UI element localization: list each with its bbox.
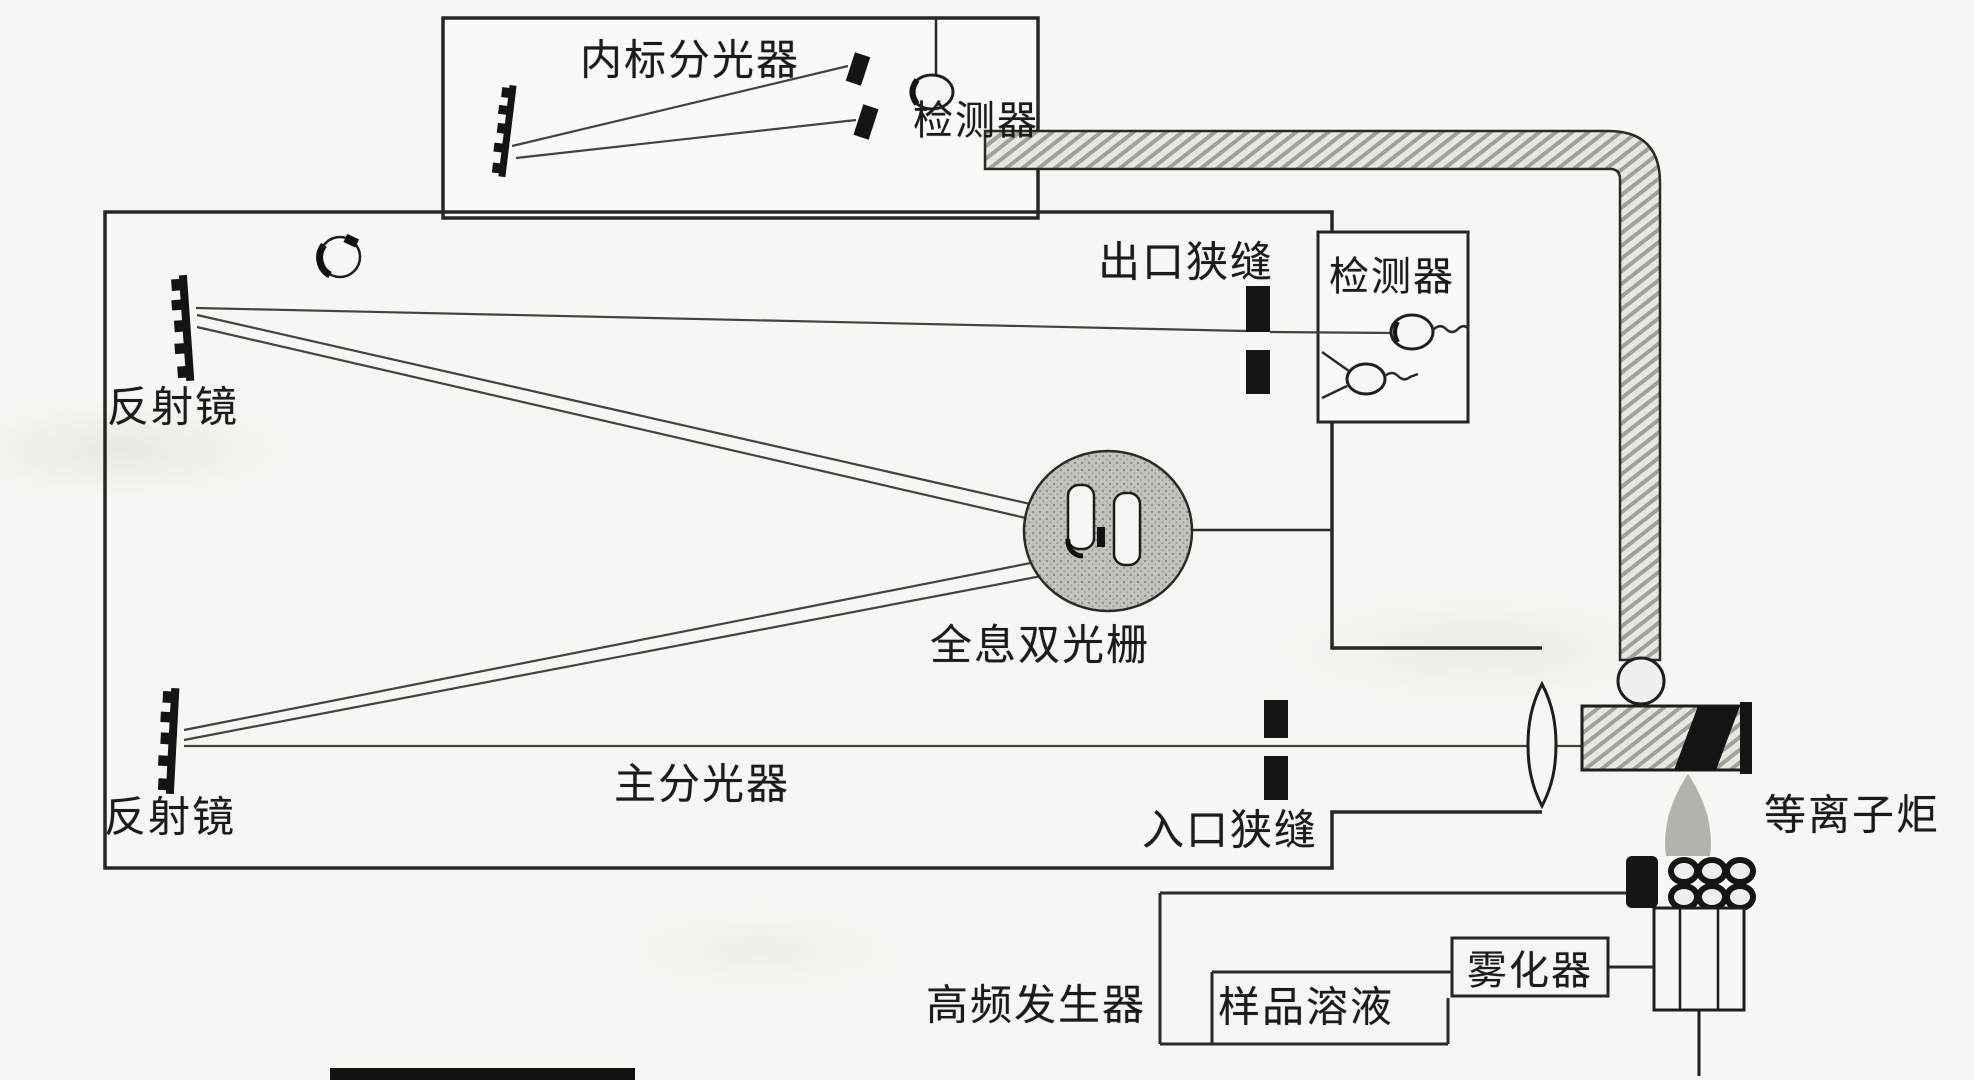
lens-icon xyxy=(1526,680,1558,810)
entrance-slit xyxy=(1264,700,1288,800)
label-mirror-lower: 反射镜 xyxy=(103,795,237,842)
label-plasma-torch: 等离子炬 xyxy=(1763,793,1941,840)
induction-coil-icon xyxy=(1626,856,1756,911)
slit-mark-icon xyxy=(845,52,871,86)
phototube-icon xyxy=(1345,362,1387,396)
label-entrance-slit: 入口狭缝 xyxy=(1141,808,1319,855)
plasma-flame-icon xyxy=(1665,774,1711,856)
label-nebulizer: 雾化器 xyxy=(1467,948,1593,993)
label-internal-standard-spectrometer: 内标分光器 xyxy=(579,38,801,85)
exit-slit xyxy=(1246,286,1270,394)
slit-mark-icon xyxy=(853,104,879,140)
optical-tube xyxy=(1580,702,1752,774)
mirror-upper xyxy=(169,274,195,382)
label-mirror-upper: 反射镜 xyxy=(106,385,240,432)
internal-standard-spectrometer-box xyxy=(441,16,1040,220)
light-pipe xyxy=(983,129,1662,662)
label-hf-generator: 高频发生器 xyxy=(925,983,1147,1030)
detector-phototubes xyxy=(1321,313,1469,400)
label-detector-right: 检测器 xyxy=(1329,254,1455,299)
sample-introduction-lines xyxy=(1158,891,1654,1046)
label-detector-top: 检测器 xyxy=(913,98,1039,143)
internal-standard-detector xyxy=(845,18,955,140)
pipe-window-icon xyxy=(1616,656,1666,706)
label-main-spectrometer: 主分光器 xyxy=(613,762,791,809)
grating-drive-icon xyxy=(316,233,362,279)
main-spectrometer-box xyxy=(103,210,1542,870)
nebulizer-box xyxy=(1450,936,1610,998)
torch-body xyxy=(1652,906,1746,1076)
holographic-double-grating xyxy=(1022,449,1194,613)
phototube-icon xyxy=(1389,313,1435,351)
label-holographic-double-grating: 全息双光栅 xyxy=(929,623,1151,670)
light-beams xyxy=(183,64,1582,748)
scan-artifact-bar xyxy=(330,1068,635,1080)
deflection-mirror-icon xyxy=(1674,706,1740,770)
mirror-lower xyxy=(156,687,180,795)
label-sample-solution: 样品溶液 xyxy=(1217,985,1395,1032)
label-exit-slit: 出口狭缝 xyxy=(1097,240,1275,287)
